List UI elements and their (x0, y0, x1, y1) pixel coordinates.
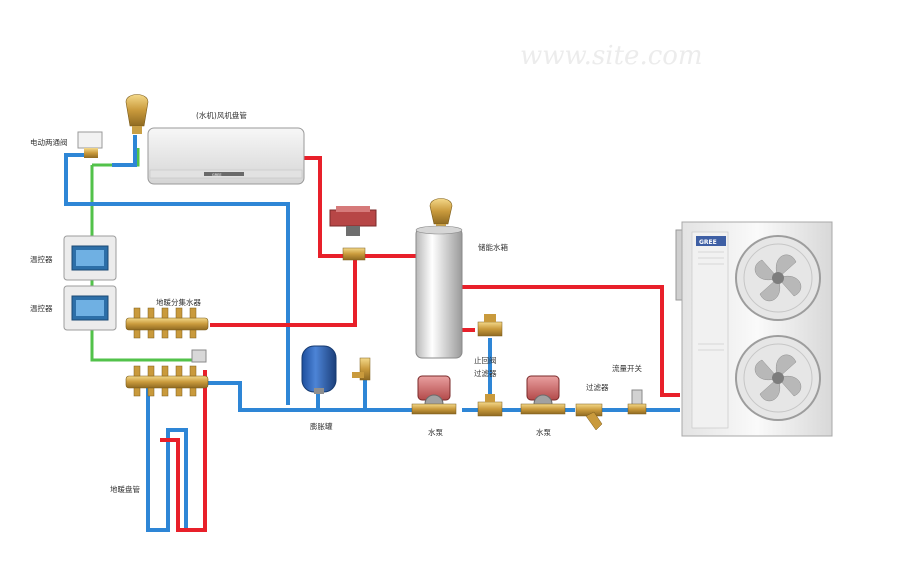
thermostat-1 (63, 235, 117, 281)
storage-tank (415, 225, 463, 359)
return-pipe (64, 135, 680, 532)
tank-tee-fitting (477, 314, 503, 337)
control-wire (90, 148, 198, 362)
label-manifold: 地暖分集水器 (156, 297, 201, 307)
outdoor-heat-pump-unit (675, 221, 833, 437)
pump-right (520, 375, 566, 415)
label-two-way-valve: 电动两通阀 (30, 137, 68, 147)
two-way-valve (77, 131, 103, 158)
relief-valve (352, 357, 371, 381)
label-fan-coil: (水机)风机盘管 (196, 110, 247, 120)
label-filter-mid: 过滤器 (474, 368, 497, 378)
label-filter-right: 过滤器 (586, 382, 609, 392)
label-pump-right: 水泵 (536, 427, 551, 437)
label-thermostat-2: 温控器 (30, 303, 53, 313)
fan-coil-brand: GREE (212, 173, 222, 177)
floor-heating-manifold-return (125, 365, 209, 397)
fan-coil-unit (147, 127, 305, 185)
check-valve (477, 394, 503, 417)
floor-heating-manifold-supply (125, 307, 209, 339)
expansion-tank (301, 345, 337, 394)
outdoor-unit-brand: GREE (699, 239, 717, 246)
pump-left (411, 375, 457, 415)
air-vent-fan-coil (125, 94, 149, 134)
flow-switch (627, 389, 647, 415)
y-filter (575, 403, 603, 431)
manifold-actuator (191, 349, 207, 363)
label-check-valve: 止回阀 (474, 355, 497, 365)
label-thermostat-1: 温控器 (30, 254, 53, 264)
label-storage-tank: 储能水箱 (478, 242, 508, 252)
mixing-valve (329, 206, 377, 261)
label-expansion-tank: 膨胀罐 (310, 421, 333, 431)
air-vent-tank (429, 198, 453, 230)
thermostat-2 (63, 285, 117, 331)
label-flow-switch: 流量开关 (612, 363, 642, 373)
watermark: www.site.com (520, 41, 703, 71)
supply-pipe (160, 156, 680, 532)
label-floor-coil: 地暖盘管 (110, 484, 140, 494)
label-pump-left: 水泵 (428, 427, 443, 437)
